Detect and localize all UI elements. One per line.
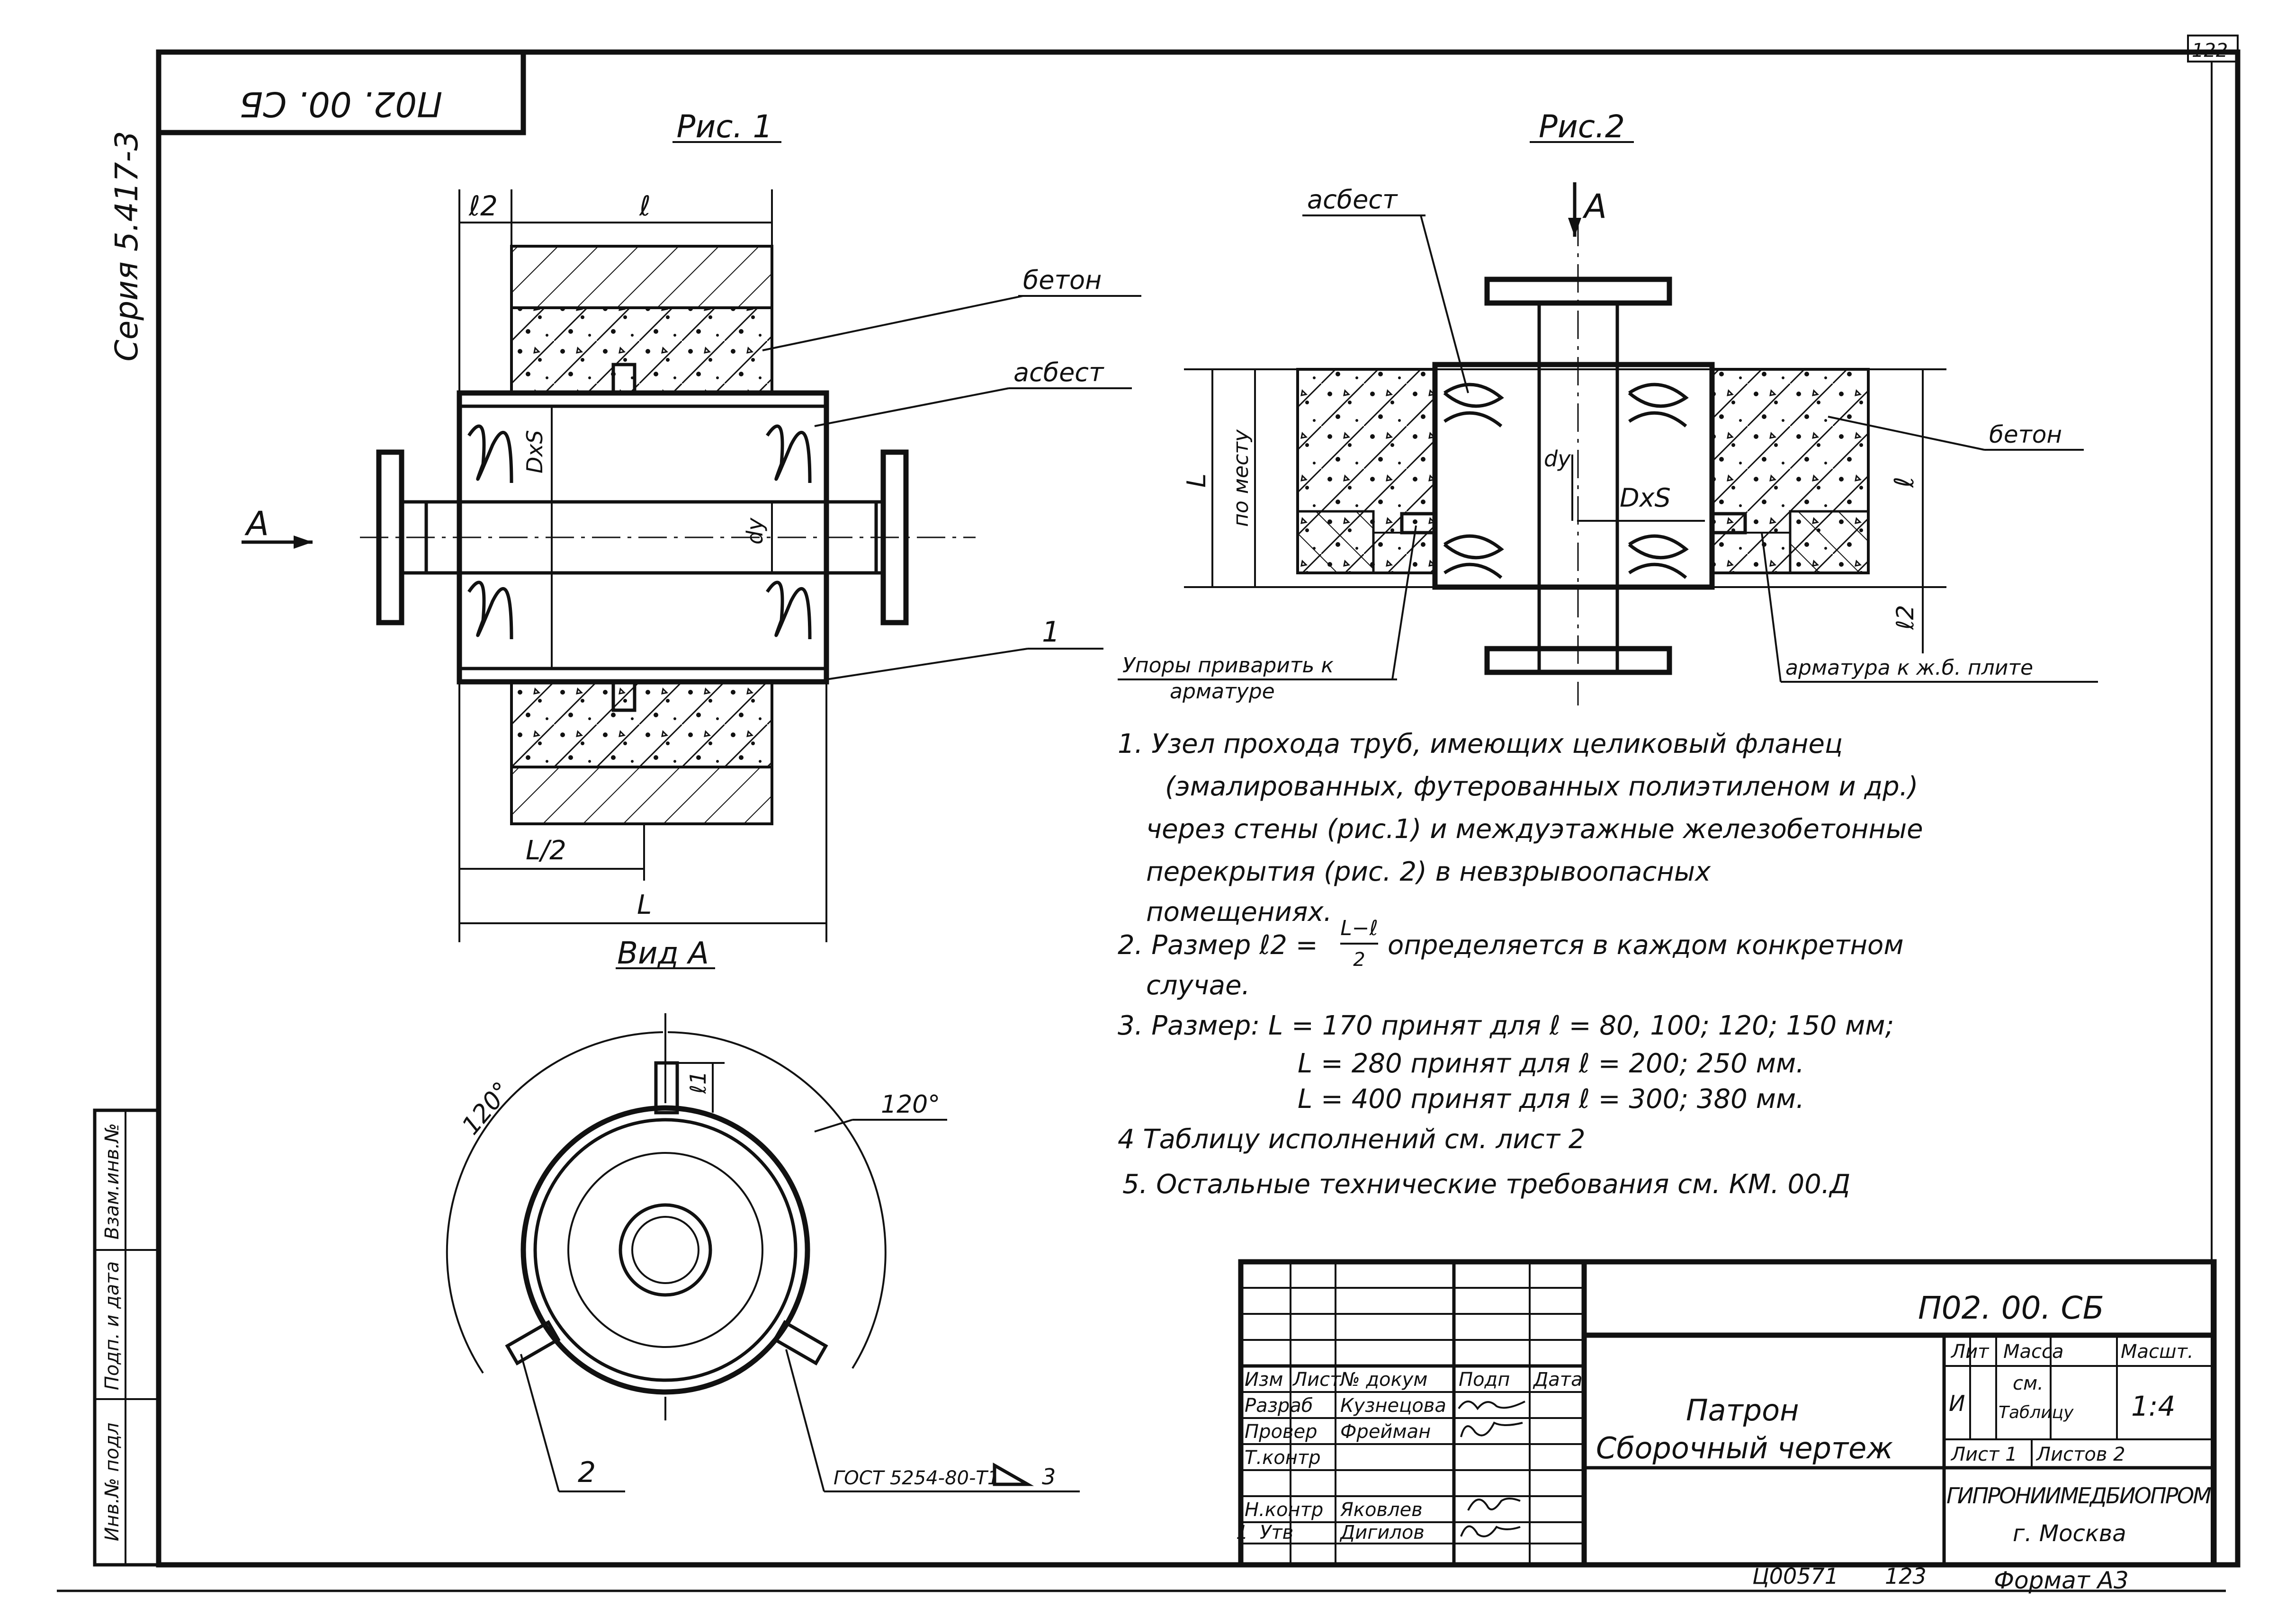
note-line-7: определяется в каждом конкретном: [1388, 930, 1904, 961]
note-line-11: L = 400 принят для ℓ = 300; 380 мм.: [1298, 1084, 1804, 1115]
fig2-label-asbest: асбест: [1307, 185, 1398, 214]
tb-col-doc: № докум: [1339, 1369, 1427, 1391]
bottom-code: Ц00571: [1752, 1563, 1838, 1589]
tb-role-nkontr: Н.контр: [1245, 1499, 1323, 1521]
view-a-angle-right: 120°: [881, 1090, 940, 1119]
tb-role-prover: Провер: [1245, 1421, 1318, 1443]
fig2-title: Рис.2: [1539, 108, 1625, 145]
fig1-dim-l: ℓ: [639, 190, 651, 222]
view-a-l1: ℓ1: [685, 1071, 711, 1094]
tb-role-utv: Утв: [1260, 1522, 1293, 1544]
tb-role-tkontr: Т.контр: [1245, 1447, 1321, 1469]
tb-doc-code: П02. 00. СБ: [1918, 1290, 2104, 1326]
notes: 1. Узел прохода труб, имеющих целиковый …: [1118, 729, 1923, 1200]
signature-utv: [1460, 1525, 1521, 1537]
tb-sheet-label: Лист 1: [1950, 1444, 2017, 1465]
fig1-label-asbest: асбест: [1013, 357, 1104, 387]
note-line-9: 3. Размер: L = 170 принят для ℓ = 80, 10…: [1118, 1010, 1894, 1041]
note-line-10: L = 280 принят для ℓ = 200; 250 мм.: [1298, 1048, 1804, 1079]
page-number: 122: [2192, 40, 2228, 62]
view-a-pos2: 2: [578, 1456, 596, 1489]
title-block: Изм Лист № докум Подп Дата Разраб Кузнец…: [1236, 1259, 2217, 1568]
tb-col-izm: Изм: [1245, 1369, 1283, 1391]
fig2-upory-2: арматуре: [1170, 679, 1275, 704]
fig2-label-beton: бетон: [1989, 421, 2062, 448]
note-line-4: перекрытия (рис. 2) в невзрывоопасных: [1146, 857, 1711, 887]
tb-scale-value: 1:4: [2131, 1390, 2175, 1422]
tb-org: ГИПРОНИИМЕДБИОПРОМ: [1946, 1483, 2212, 1508]
stamp-podp-data: Подп. и дата: [101, 1261, 123, 1390]
tb-name-razrab: Кузнецова: [1340, 1395, 1446, 1417]
format-label: Формат А3: [1994, 1567, 2129, 1594]
stamp-inv-podl: Инв.№ подл: [101, 1423, 123, 1542]
fig1-pos1: 1: [1042, 616, 1060, 649]
tb-lit-value: И: [1949, 1391, 1965, 1416]
tb-name-nkontr: Яковлев: [1340, 1499, 1423, 1521]
note-line-6: 2. Размер ℓ2 =: [1118, 930, 1318, 961]
sheet-frame: [57, 35, 2241, 1592]
fig2: Рис.2 dy DxS А: [1118, 108, 2098, 705]
fig2-dim-l: ℓ: [1889, 477, 1920, 488]
fig1-dim-dxs: DxS: [522, 430, 547, 473]
signature-nkontr: [1467, 1498, 1521, 1511]
tb-col-data: Дата: [1533, 1369, 1583, 1391]
view-a-weld: 3: [1042, 1464, 1056, 1490]
fig2-armatura: арматура к ж.б. плите: [1785, 656, 2033, 680]
tb-name-prover: Фрейман: [1340, 1421, 1431, 1443]
stamp-vzam-inv: Взам.инв.№: [101, 1123, 123, 1240]
tb-name-utv: Дигилов: [1339, 1522, 1425, 1544]
fig2-view-arrow: А: [1582, 187, 1607, 226]
fig2-upory-1: Упоры приварить к: [1122, 653, 1334, 678]
note-line-13: 5. Остальные технические требования см. …: [1122, 1169, 1850, 1200]
fig2-po-mestu: по месту: [1229, 429, 1253, 527]
note-fraction-den: 2: [1353, 949, 1365, 971]
signature-prover: [1460, 1421, 1523, 1437]
fig2-dim-dxs: DxS: [1620, 483, 1671, 513]
view-a: Вид А ℓ1 120° 120° 2 ГОСТ 5254-80-Т1: [446, 936, 1080, 1492]
note-line-12: 4 Таблицу исполнений см. лист 2: [1118, 1124, 1586, 1155]
note-fraction-num: L−ℓ: [1340, 916, 1378, 940]
note-line-2: (эмалированных, футерованных полиэтилено…: [1165, 771, 1918, 802]
tb-lit-label: Лит: [1950, 1341, 1990, 1363]
bottom-number: 123: [1885, 1563, 1927, 1589]
note-line-5: помещениях.: [1146, 897, 1332, 928]
fig2-dim-l2: ℓ2: [1892, 605, 1919, 630]
fig2-dim-L: L: [1182, 473, 1211, 488]
tb-mass-value-2: Таблицу: [1999, 1403, 2074, 1422]
fig1-dim-dy: dy: [742, 518, 768, 544]
fig1-label-beton: бетон: [1023, 265, 1102, 295]
tb-col-podp: Подп: [1459, 1369, 1510, 1391]
tb-col-list: Лист: [1292, 1369, 1342, 1391]
tb-mass-label: Масса: [2003, 1341, 2064, 1363]
fig1-view-arrow: А: [244, 504, 269, 543]
fig1-title: Рис. 1: [677, 108, 773, 145]
fig2-dim-dy: dy: [1544, 446, 1571, 472]
view-a-gost: ГОСТ 5254-80-Т1: [834, 1467, 999, 1489]
fig1-dim-l2: ℓ2: [468, 190, 498, 222]
tb-sheets-label: Листов 2: [2035, 1444, 2125, 1465]
fig1-dim-L2: L/2: [526, 835, 566, 866]
tb-name-1: Патрон: [1686, 1393, 1799, 1428]
tb-role-razrab: Разраб: [1245, 1395, 1313, 1417]
note-line-3: через стены (рис.1) и междуэтажные желез…: [1146, 814, 1923, 845]
tb-city: г. Москва: [2013, 1520, 2126, 1547]
view-a-title: Вид А: [617, 936, 709, 971]
series-label: Серия 5.417-3: [108, 131, 145, 362]
tb-row-number: 1: [1236, 1522, 1248, 1544]
tb-name-2: Сборочный чертеж: [1596, 1431, 1893, 1465]
corner-doc-code: П02. 00. СБ: [240, 84, 443, 124]
weld-triangle-icon: [993, 1462, 1034, 1486]
signature-razrab: [1458, 1401, 1525, 1410]
tb-scale-label: Масшт.: [2121, 1341, 2194, 1363]
note-line-1: 1. Узел прохода труб, имеющих целиковый …: [1118, 729, 1843, 759]
fig1: Рис. 1 DxS dy: [242, 108, 1141, 942]
fig1-dim-L: L: [637, 890, 652, 920]
view-a-angle-left: 120°: [457, 1077, 516, 1141]
tb-mass-value-1: см.: [2013, 1373, 2044, 1394]
note-line-8: случае.: [1146, 970, 1250, 1001]
